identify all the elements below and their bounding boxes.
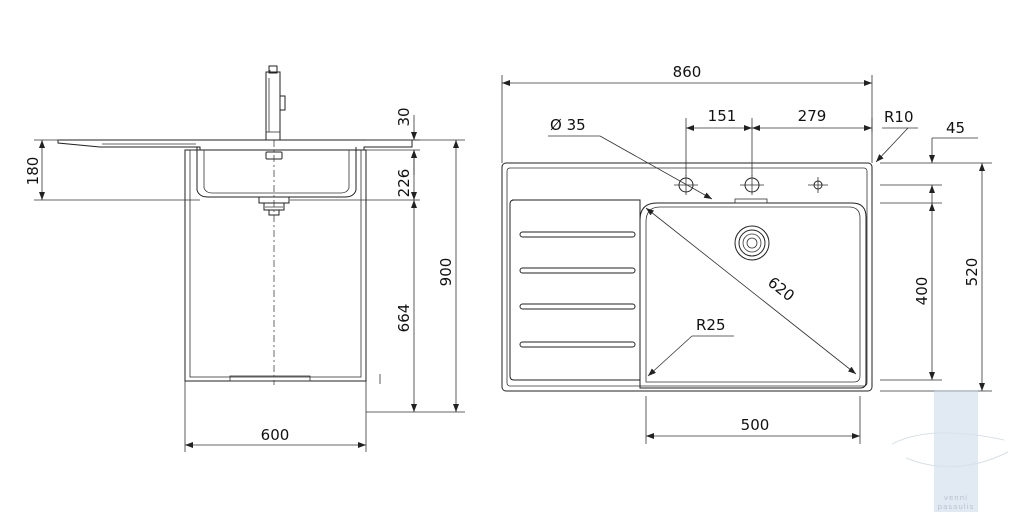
faucet-icon [265,65,286,141]
watermark-logo: venni pasaulis [891,390,1009,512]
dim-diagonal-label: 620 [764,273,798,305]
cabinet-outline [184,149,367,382]
sink-outer-edge [501,162,873,392]
watermark-text-1: venni [944,494,968,502]
leader-hole-diameter [599,135,713,200]
drain-strainer-icon [734,225,770,261]
tap-hole-3-icon [808,177,828,193]
dim-hole-diameter-label: Ø 35 [550,116,586,134]
dim-total-depth-label: 520 [963,258,981,287]
sink-deck [57,139,413,151]
leader-r25 [647,335,693,377]
cabinet-plinth [229,375,311,382]
dim-corner-radius-inner-label: R25 [696,316,726,334]
bowl-outline [639,202,867,389]
dim-cabinet-width-label: 600 [261,426,290,444]
dim-hole-spacing-2-label: 279 [798,107,827,125]
tap-hole-1-icon [674,175,698,195]
drain-grooves [519,231,636,348]
dim-edge-label: 45 [946,119,965,137]
dim-deck-label: 30 [395,107,413,126]
dim-total-width-label: 860 [673,63,702,81]
top-view: 860 151 279 Ø 35 R10 45 400 520 [501,63,992,444]
drainboard [509,199,641,381]
dim-bowl-width-label: 500 [741,416,770,434]
dim-left-depth-label: 180 [24,157,42,186]
dim-line-diagonal [645,207,857,375]
sink-outer-inner [506,167,868,387]
dim-total-height-label: 900 [437,258,455,287]
watermark-text-2: pasaulis [938,503,975,511]
dim-bowl-height-label: 400 [913,277,931,306]
overflow-top [734,198,768,204]
dim-corner-radius-outer-label: R10 [884,108,914,126]
dim-bowl-depth-label: 226 [395,169,413,198]
leader-r10 [875,127,909,163]
dim-below-label: 664 [395,304,413,333]
sink-bowl-inner [203,150,350,194]
side-view: 30 226 664 900 180 600 [24,65,465,452]
sink-bowl [196,147,357,198]
tap-hole-2-icon [740,175,764,195]
cabinet-inner [189,149,362,378]
dim-hole-spacing-1-label: 151 [708,107,737,125]
